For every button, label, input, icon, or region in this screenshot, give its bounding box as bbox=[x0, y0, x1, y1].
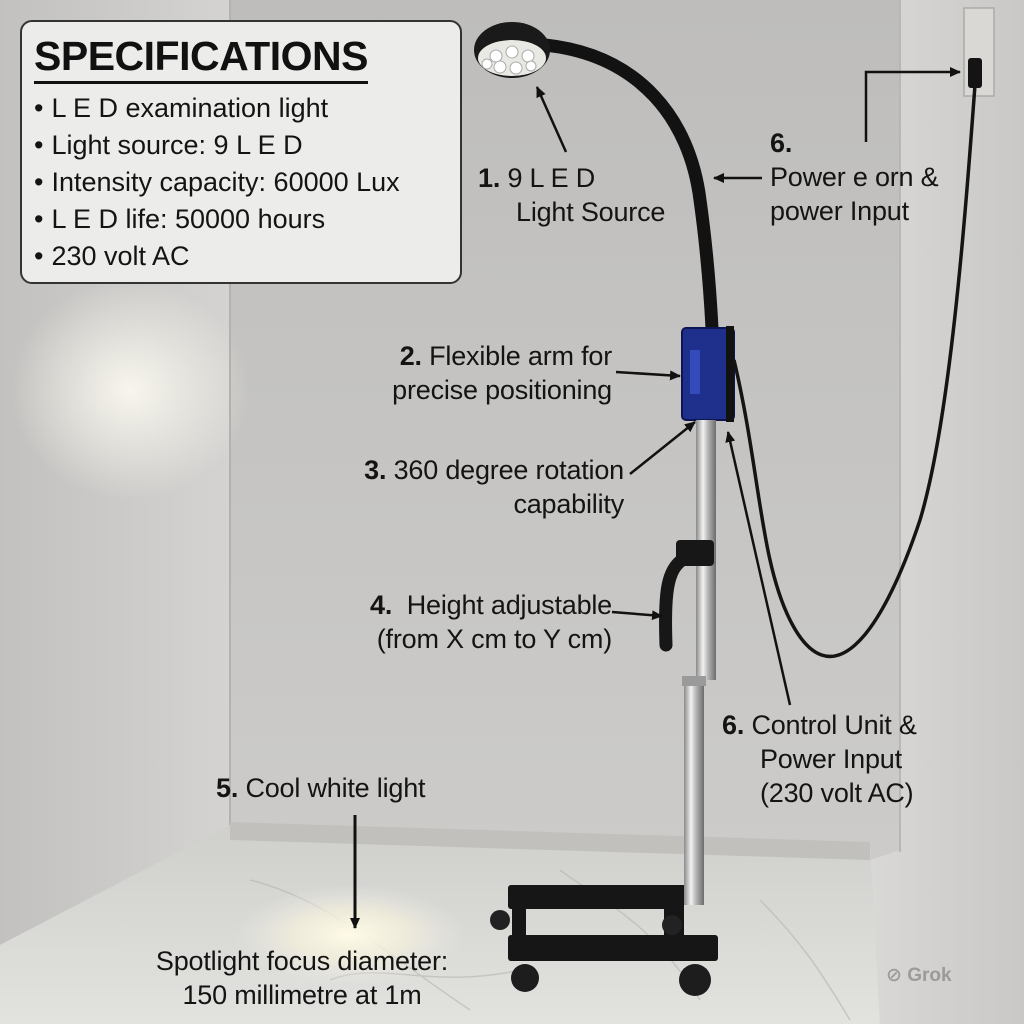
pole-joint bbox=[682, 676, 706, 686]
callout-line: Cool white light bbox=[245, 773, 426, 803]
floor-spotlight bbox=[235, 885, 465, 985]
callout-line: 9 L E D bbox=[507, 163, 596, 193]
callout-line: Light Source bbox=[516, 197, 666, 227]
callout-number: 6. bbox=[722, 710, 745, 740]
callout-1-light-source: 1. 9 L E D Light Source bbox=[478, 161, 665, 229]
grok-watermark: ⊘ Grok bbox=[886, 964, 952, 987]
wall-plug bbox=[968, 58, 982, 88]
callout-number: 3. bbox=[364, 455, 387, 485]
callout-line: 360 degree rotation bbox=[393, 455, 625, 485]
callout-line: power Input bbox=[770, 196, 909, 226]
callout-line: capability bbox=[513, 489, 624, 519]
watermark-text: Grok bbox=[907, 965, 952, 986]
callout-line: (230 volt AC) bbox=[760, 778, 914, 808]
callout-4-height: 4. Height adjustable (from X cm to Y cm) bbox=[300, 588, 612, 656]
specifications-title: SPECIFICATIONS bbox=[34, 32, 368, 84]
callout-line: Power e orn & bbox=[770, 162, 939, 192]
power-cable bbox=[732, 84, 977, 659]
callout-number: 5. bbox=[216, 773, 239, 803]
callout-line: 150 millimetre at 1m bbox=[182, 980, 422, 1010]
callout-6-control-unit: 6. Control Unit & Power Input (230 volt … bbox=[722, 708, 917, 810]
led-lamp-head bbox=[474, 22, 550, 78]
spec-item: Light source: 9 L E D bbox=[34, 127, 400, 164]
pole-lower bbox=[684, 680, 704, 905]
right-wall bbox=[870, 0, 1024, 1024]
callout-number: 2. bbox=[399, 341, 422, 371]
callout-line: Height adjustable bbox=[406, 590, 612, 620]
arrow-3 bbox=[629, 421, 696, 475]
callout-5-cool-white: 5. Cool white light bbox=[216, 771, 426, 805]
arrow-6-control bbox=[725, 431, 792, 706]
gooseneck-arm bbox=[538, 38, 719, 335]
control-unit bbox=[681, 326, 735, 422]
callout-2-flexible-arm: 2. Flexible arm for precise positioning bbox=[340, 339, 612, 407]
spec-item: L E D life: 50000 hours bbox=[34, 201, 400, 238]
callout-6-power-cord: 6. Power e orn & power Input bbox=[770, 126, 939, 228]
callout-line: Spotlight focus diameter: bbox=[155, 946, 449, 976]
spec-item: 230 volt AC bbox=[34, 238, 400, 275]
arrow-6-cord bbox=[864, 67, 961, 142]
spec-item: Intensity capacity: 60000 Lux bbox=[34, 164, 399, 201]
height-clamp-handle bbox=[659, 540, 714, 652]
arrow-1 bbox=[535, 86, 568, 153]
specifications-list: L E D examination light Light source: 9 … bbox=[34, 90, 400, 275]
spec-item: L E D examination light bbox=[34, 90, 400, 127]
callout-3-rotation: 3. 360 degree rotation capability bbox=[300, 453, 624, 521]
callout-number: 1. bbox=[478, 163, 501, 193]
wheeled-base bbox=[490, 885, 718, 996]
callout-line: precise positioning bbox=[392, 375, 612, 405]
callout-line: Power Input bbox=[760, 744, 902, 774]
spotlight-caption: Spotlight focus diameter: 150 millimetre… bbox=[120, 944, 484, 1012]
wall-light-glow bbox=[10, 280, 250, 500]
arrow-4 bbox=[611, 610, 663, 621]
arrow-2 bbox=[615, 370, 681, 381]
callout-line: Flexible arm for bbox=[429, 341, 612, 371]
callout-line: (from X cm to Y cm) bbox=[376, 624, 612, 654]
callout-line: Control Unit & bbox=[751, 710, 917, 740]
callout-number: 6. bbox=[770, 128, 793, 158]
watermark-icon: ⊘ bbox=[886, 965, 902, 986]
callout-number: 4. bbox=[370, 590, 393, 620]
skirting-back bbox=[230, 822, 870, 860]
